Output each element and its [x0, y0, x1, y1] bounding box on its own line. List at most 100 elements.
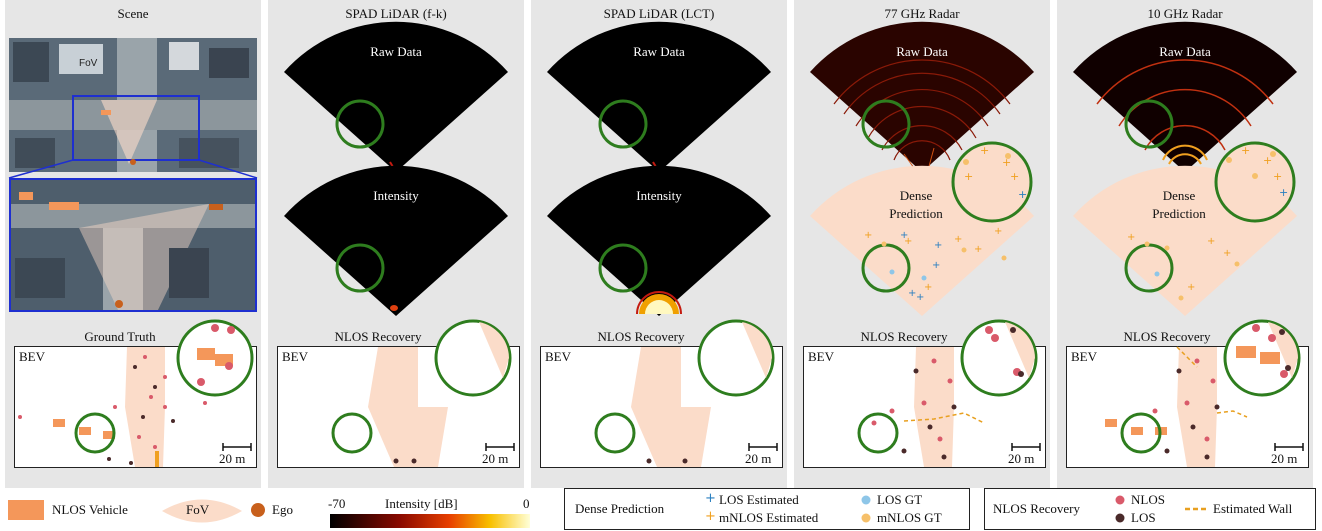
- column-title: Scene: [117, 6, 149, 21]
- svg-text:+: +: [932, 260, 940, 271]
- radar77-column: 77 GHz Radar Raw Data ++++++ +++++ Dense…: [794, 0, 1050, 488]
- column-title: 10 GHz Radar: [1147, 6, 1223, 21]
- zoom-inset: [434, 319, 512, 397]
- ego-swatch: [251, 503, 265, 517]
- legend-estimated-wall: Estimated Wall: [1213, 501, 1293, 516]
- bev-title: NLOS Recovery: [334, 329, 422, 344]
- legend-los-gt: LOS GT: [877, 492, 923, 507]
- bev-title: NLOS Recovery: [1123, 329, 1211, 344]
- svg-text:+: +: [954, 234, 962, 245]
- spad-lct-column: SPAD LiDAR (LCT) Raw Data Intensity NLOS…: [531, 0, 787, 488]
- bev-title: Ground Truth: [84, 329, 156, 344]
- zoom-inset: [176, 319, 254, 397]
- bev-tag: BEV: [808, 349, 834, 364]
- dense-label-2: Prediction: [889, 206, 943, 221]
- fov-swatch: [162, 499, 242, 523]
- svg-text:+: +: [900, 230, 908, 241]
- bev-plot: [594, 347, 778, 467]
- legend-nlos-vehicle: NLOS Vehicle: [52, 502, 128, 517]
- zoom-inset: [1223, 319, 1301, 397]
- legend-fov: FoV: [186, 502, 210, 517]
- svg-text:+: +: [924, 282, 932, 293]
- intensity-fan: [547, 165, 771, 316]
- scale-label: 20 m: [1008, 451, 1035, 466]
- bev-plot: [1105, 346, 1304, 467]
- intensity-label: Intensity [dB]: [385, 496, 458, 511]
- bev-plot: [18, 347, 252, 467]
- dense-zoom-inset: +++ +: [1214, 141, 1296, 223]
- spad-fk-column: SPAD LiDAR (f-k) Raw Data Intensity NLOS…: [268, 0, 524, 488]
- wall-marker: [1185, 507, 1207, 511]
- bev-tag: BEV: [282, 349, 308, 364]
- dense-label-1: Dense: [899, 188, 933, 203]
- svg-text:+: +: [934, 240, 942, 251]
- bev-tag: BEV: [19, 349, 45, 364]
- svg-text:+: +: [904, 236, 912, 247]
- svg-text:+: +: [1273, 170, 1282, 183]
- zoom-inset: [960, 319, 1038, 397]
- dense-legend-title: Dense Prediction: [575, 501, 665, 516]
- radar10-column: 10 GHz Radar Raw Data ++++ Dense Predict…: [1057, 0, 1313, 488]
- column-title: SPAD LiDAR (f-k): [345, 6, 447, 21]
- bev-plot: [331, 347, 515, 467]
- mnlos-est-marker: +: [705, 509, 716, 524]
- raw-data-fan: [1073, 21, 1297, 172]
- intensity-colorbar: [330, 514, 530, 528]
- intensity-max: 0: [523, 496, 530, 511]
- scale-label: 20 m: [482, 451, 509, 466]
- bev-panel: BEV 20 m: [1066, 346, 1309, 468]
- svg-text:+: +: [1207, 236, 1215, 247]
- nlos-marker: [1115, 495, 1125, 505]
- raw-data-fan: [810, 21, 1034, 172]
- intensity-label: Intensity: [636, 188, 682, 203]
- svg-text:+: +: [994, 226, 1002, 237]
- svg-text:FoV: FoV: [79, 58, 98, 69]
- scene-column: Scene FoV Ground Truth BEV: [5, 0, 261, 488]
- svg-text:+: +: [916, 292, 924, 303]
- svg-text:+: +: [1263, 154, 1272, 167]
- mnlos-gt-marker: [861, 513, 871, 523]
- column-title: 77 GHz Radar: [884, 6, 960, 21]
- svg-text:+: +: [964, 170, 973, 183]
- dense-zoom-inset: ++++ +: [951, 141, 1033, 223]
- svg-text:+: +: [1279, 186, 1288, 199]
- scale-label: 20 m: [745, 451, 772, 466]
- scale-label: 20 m: [219, 451, 246, 466]
- raw-data-label: Raw Data: [896, 44, 948, 59]
- scene-zoomed-image: [9, 178, 257, 312]
- los-est-marker: +: [705, 491, 716, 506]
- recovery-legend-title: NLOS Recovery: [993, 501, 1081, 516]
- dense-label-2: Prediction: [1152, 206, 1206, 221]
- svg-text:+: +: [864, 230, 872, 241]
- svg-text:+: +: [980, 144, 989, 157]
- column-title: SPAD LiDAR (LCT): [603, 6, 715, 21]
- svg-text:+: +: [1127, 232, 1135, 243]
- intensity-label: Intensity: [373, 188, 419, 203]
- raw-data-label: Raw Data: [1159, 44, 1211, 59]
- svg-text:+: +: [1018, 188, 1027, 201]
- dense-label-1: Dense: [1162, 188, 1196, 203]
- zoom-connector-lines: [8, 159, 258, 179]
- zoom-inset: [697, 319, 775, 397]
- dense-prediction-legend: Dense Prediction + LOS Estimated + mNLOS…: [564, 488, 970, 530]
- intensity-min: -70: [328, 496, 346, 511]
- bev-title: NLOS Recovery: [597, 329, 685, 344]
- los-marker: [1115, 513, 1125, 523]
- bev-tag: BEV: [545, 349, 571, 364]
- bev-panel: BEV 20 m: [14, 346, 257, 468]
- legend-los: LOS: [1131, 510, 1156, 525]
- bev-plot: [857, 347, 1041, 467]
- bev-panel: BEV 20 m: [277, 346, 520, 468]
- legend-mnlos-estimated: mNLOS Estimated: [719, 510, 819, 525]
- legend-ego: Ego: [272, 502, 293, 517]
- svg-text:+: +: [1010, 170, 1019, 183]
- svg-text:+: +: [1002, 156, 1011, 169]
- raw-data-label: Raw Data: [370, 44, 422, 59]
- svg-text:+: +: [1223, 248, 1231, 259]
- legend-mnlos-gt: mNLOS GT: [877, 510, 942, 525]
- los-gt-marker: [861, 495, 871, 505]
- bev-tag: BEV: [1071, 349, 1097, 364]
- intensity-fan: [284, 165, 508, 316]
- scene-aerial-image: FoV: [9, 38, 257, 172]
- svg-text:+: +: [974, 244, 982, 255]
